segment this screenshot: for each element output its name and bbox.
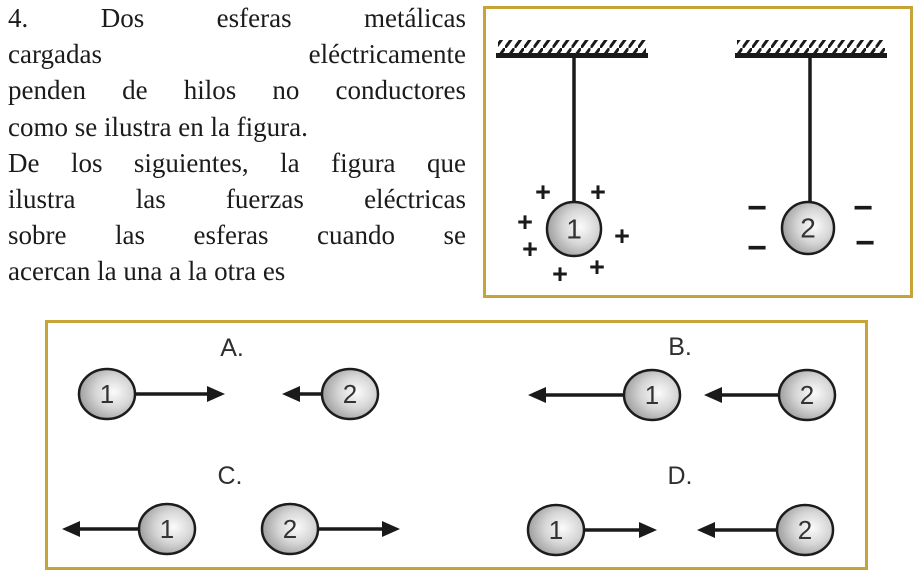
sphere-1-label: 1 bbox=[160, 514, 174, 544]
option-c-label: C. bbox=[218, 462, 243, 490]
question-text: 4. Dos esferas metálicas cargadas eléctr… bbox=[8, 0, 466, 290]
option-a[interactable]: A. 1 2 bbox=[77, 334, 380, 421]
plus-sign-icon: + bbox=[552, 259, 568, 289]
plus-sign-icon: + bbox=[535, 177, 551, 207]
sphere-2 bbox=[320, 367, 380, 421]
sphere-2 bbox=[775, 503, 835, 557]
option-b[interactable]: B. 1 2 bbox=[528, 333, 837, 422]
plus-sign-icon: + bbox=[590, 177, 606, 207]
plus-sign-icon: + bbox=[522, 234, 538, 264]
sphere-1-label: 1 bbox=[645, 380, 659, 410]
setup-figure-box: 1 + + + + + + + 2 − bbox=[483, 6, 913, 298]
ceiling-hatch-icon bbox=[498, 40, 646, 53]
ceiling-hatch-icon bbox=[737, 40, 885, 53]
sphere-1-label: 1 bbox=[566, 214, 582, 245]
force-arrow-left-icon bbox=[282, 386, 322, 402]
option-b-label: B. bbox=[668, 333, 692, 361]
ceiling-line bbox=[735, 53, 887, 58]
setup-figure: 1 + + + + + + + 2 − bbox=[496, 40, 887, 289]
minus-sign-icon: − bbox=[747, 229, 767, 267]
question-line-7: sobre las esferas cuando se bbox=[8, 220, 466, 251]
sphere-1-label: 1 bbox=[100, 379, 114, 409]
minus-sign-icon: − bbox=[747, 189, 767, 227]
option-a-label: A. bbox=[220, 334, 244, 362]
force-arrow-left-icon bbox=[528, 387, 625, 403]
sphere-2-label: 2 bbox=[800, 213, 816, 244]
minus-sign-icon: − bbox=[853, 189, 873, 227]
options-figure: A. 1 2 B. bbox=[62, 333, 837, 557]
question-line-3: penden de hilos no conductores bbox=[8, 75, 466, 106]
force-arrow-right-icon bbox=[318, 521, 400, 537]
force-arrow-left-icon bbox=[704, 387, 779, 403]
question-line-8: acercan la una a la otra es bbox=[8, 256, 286, 287]
ceiling-line bbox=[496, 53, 648, 58]
sphere-2-label: 2 bbox=[343, 379, 357, 409]
option-c[interactable]: C. 1 2 bbox=[62, 462, 400, 556]
option-d[interactable]: D. 1 2 bbox=[526, 462, 835, 557]
sphere-2 bbox=[780, 200, 836, 256]
question-line-1: 4. Dos esferas metálicas bbox=[8, 3, 466, 33]
sphere-2-label: 2 bbox=[798, 515, 812, 545]
sphere-2-label: 2 bbox=[283, 514, 297, 544]
plus-sign-icon: + bbox=[517, 207, 533, 237]
question-line-4: como se ilustra en la figura. bbox=[8, 111, 308, 142]
plus-sign-icon: + bbox=[589, 252, 605, 282]
minus-charges: − − − − bbox=[747, 189, 875, 267]
force-arrow-left-icon bbox=[62, 521, 139, 537]
options-box: A. 1 2 B. bbox=[45, 320, 868, 570]
question-line-2: cargadas eléctricamente bbox=[8, 39, 466, 70]
plus-sign-icon: + bbox=[614, 221, 630, 251]
sphere-1 bbox=[137, 502, 197, 556]
force-arrow-right-icon bbox=[584, 522, 657, 538]
sphere-1 bbox=[622, 368, 682, 422]
plus-charges: + + + + + + + bbox=[517, 177, 630, 289]
force-arrow-right-icon bbox=[135, 386, 225, 402]
pendulum-1: 1 + + + + + + + bbox=[496, 40, 648, 289]
sphere-2-label: 2 bbox=[800, 380, 814, 410]
minus-sign-icon: − bbox=[855, 224, 875, 262]
option-d-label: D. bbox=[668, 462, 693, 490]
sphere-1-label: 1 bbox=[549, 515, 563, 545]
sphere-1 bbox=[545, 200, 603, 258]
force-arrow-left-icon bbox=[697, 522, 777, 538]
sphere-2 bbox=[777, 368, 837, 422]
pendulum-2: 2 − − − − bbox=[735, 40, 887, 267]
question-line-6: ilustra las fuerzas eléctricas bbox=[8, 184, 466, 215]
question-line-5: De los siguientes, la figura que bbox=[8, 147, 466, 178]
